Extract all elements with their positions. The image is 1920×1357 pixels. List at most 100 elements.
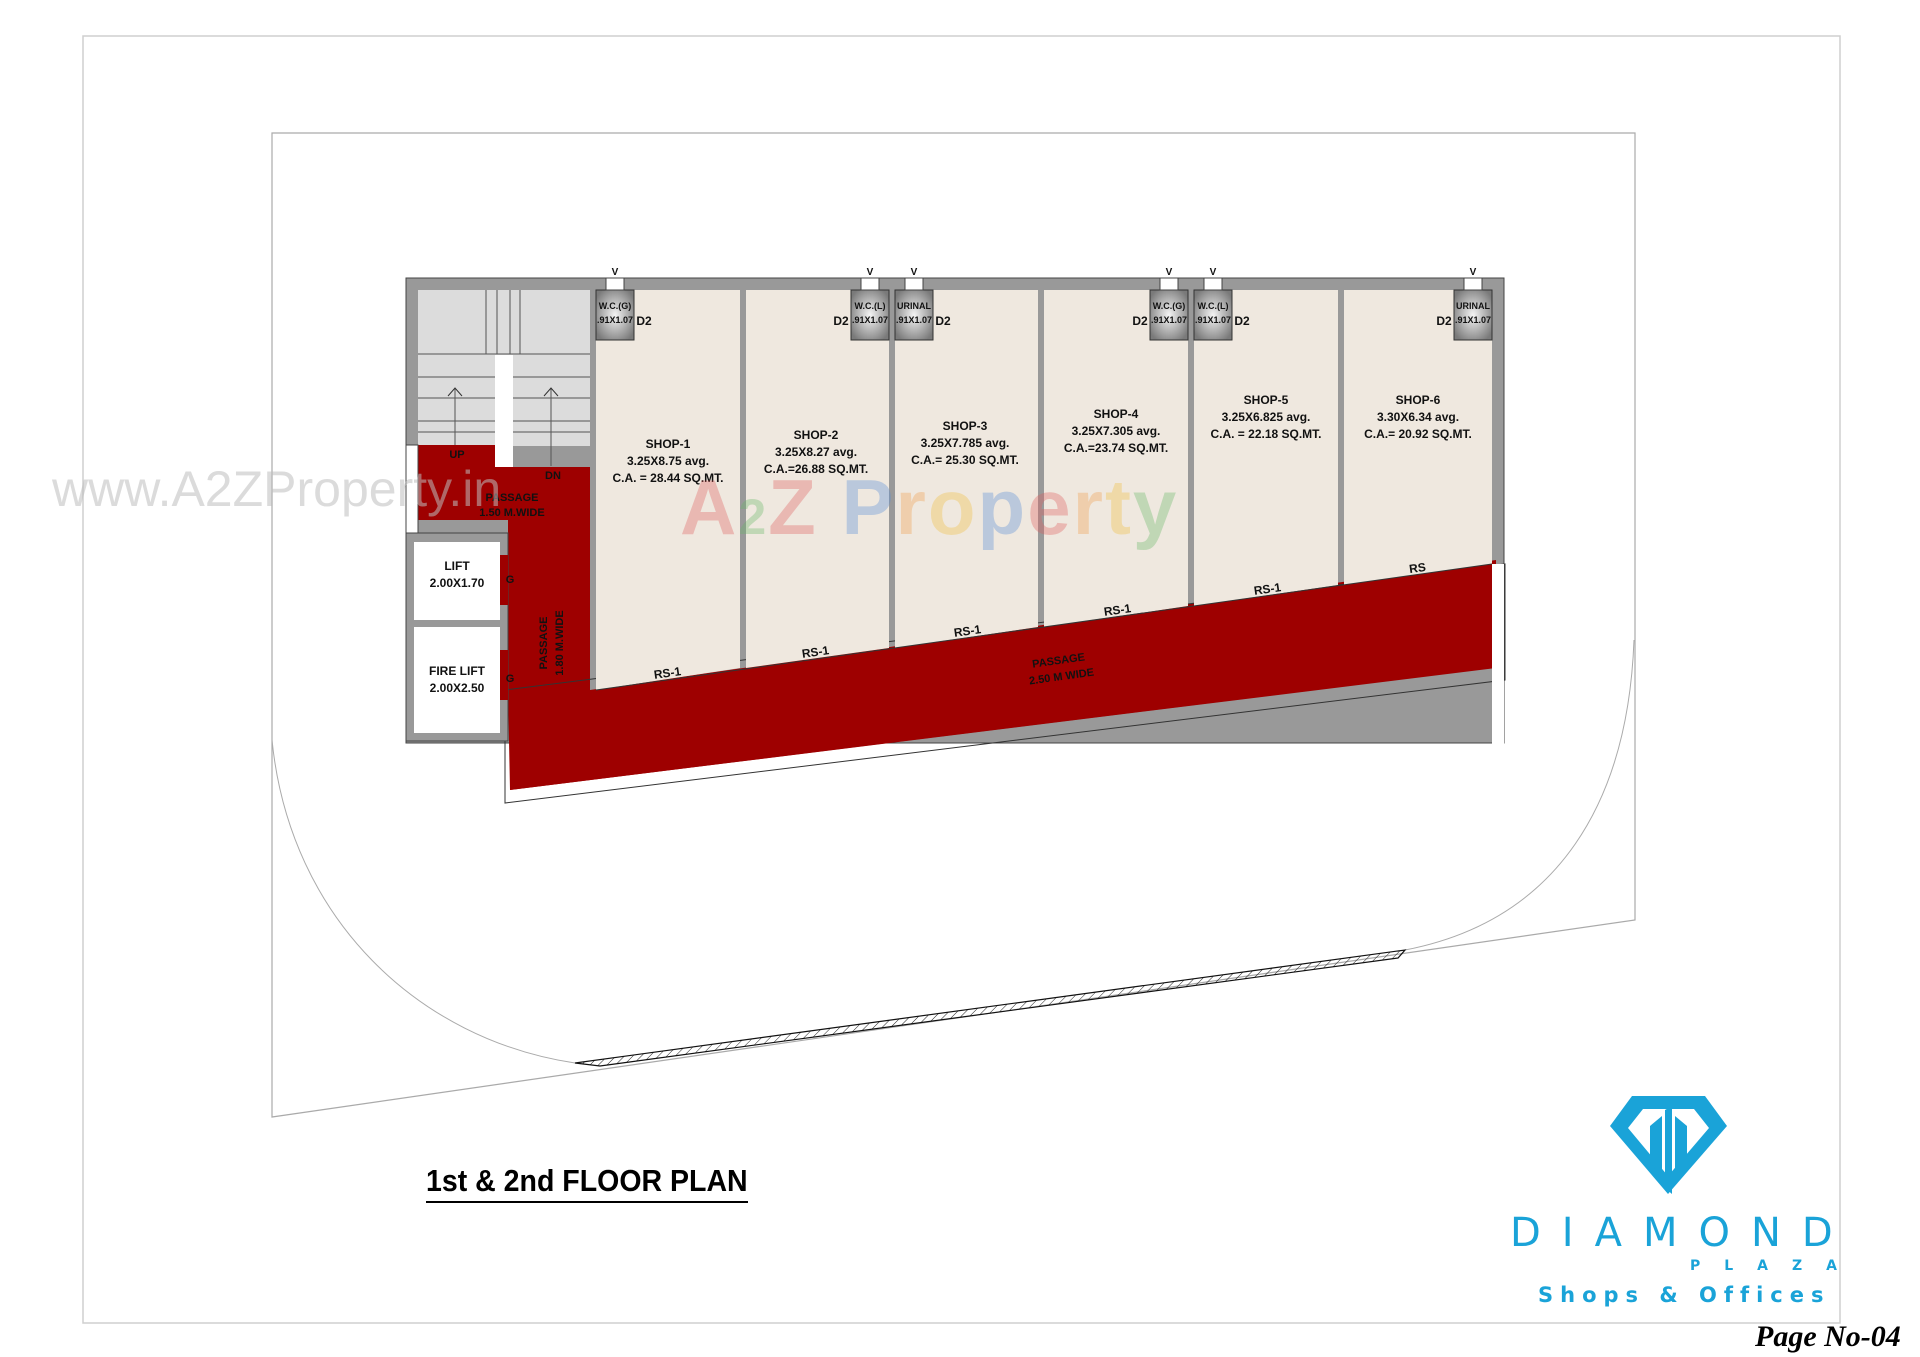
lift-size: 2.00X1.70 bbox=[430, 576, 485, 590]
watermark-letter: o bbox=[927, 463, 978, 551]
lift-size: 2.00X2.50 bbox=[430, 681, 485, 695]
toilet-size: .91X1.07 bbox=[1455, 315, 1491, 325]
toilet-size: .91X1.07 bbox=[597, 315, 633, 325]
vent-label: V bbox=[867, 267, 874, 278]
sheet-frame bbox=[82, 35, 1841, 1324]
passage-label: PASSAGE bbox=[486, 492, 539, 504]
watermark-space bbox=[818, 463, 842, 551]
brand-tagline: Shops & Offices bbox=[1538, 1283, 1831, 1307]
toilet-name: W.C.(G) bbox=[1153, 301, 1186, 311]
brand-block: DIAMOND PLAZA Shops & Offices bbox=[1510, 1090, 1840, 1320]
toilet-size: .91X1.07 bbox=[852, 315, 888, 325]
shop-size: 3.25X7.785 avg. bbox=[921, 436, 1010, 450]
toilet-name: URINAL bbox=[897, 301, 931, 311]
stair-up-arrow-icon bbox=[447, 387, 463, 397]
shop-carpet-area: C.A.= 20.92 SQ.MT. bbox=[1364, 427, 1472, 441]
watermark-letter: P bbox=[841, 463, 896, 551]
shop-4-floor bbox=[1044, 290, 1188, 627]
rolling-shutter-label: RS-1 bbox=[801, 643, 830, 661]
shop-size: 3.30X6.34 avg. bbox=[1377, 410, 1459, 424]
toilet-name: URINAL bbox=[1456, 301, 1490, 311]
shop-name: SHOP-4 bbox=[1094, 407, 1139, 421]
shopfront-line bbox=[595, 563, 1493, 691]
vent-label: V bbox=[612, 267, 619, 278]
shop-name: SHOP-1 bbox=[646, 437, 691, 451]
vent-label: V bbox=[1166, 267, 1173, 278]
fire-lift-car bbox=[414, 627, 500, 733]
shop-2-floor bbox=[746, 290, 889, 668]
watermark-letter: r bbox=[1072, 463, 1105, 551]
stair-down-arrow-icon bbox=[543, 387, 559, 397]
toilet-blocks bbox=[595, 289, 1493, 341]
watermark-letter: p bbox=[977, 463, 1028, 551]
shop-name: SHOP-6 bbox=[1396, 393, 1441, 407]
shop-size: 3.25X8.27 avg. bbox=[775, 445, 857, 459]
watermark-letter: e bbox=[1027, 463, 1073, 551]
door-label: D2 bbox=[935, 314, 951, 328]
watermark-letter: A bbox=[680, 463, 739, 551]
watermark-logo: A2Z Property bbox=[680, 462, 1178, 553]
watermark-letter: r bbox=[895, 463, 928, 551]
toilet-name: W.C.(G) bbox=[599, 301, 632, 311]
lift-door-label: G bbox=[506, 673, 515, 685]
watermark-url: www.A2ZProperty.in bbox=[52, 461, 502, 517]
passage-label: PASSAGE bbox=[538, 617, 550, 670]
shop-size: 3.25X7.305 avg. bbox=[1072, 424, 1161, 438]
lift-door-label: G bbox=[506, 574, 515, 586]
brand-sub: PLAZA bbox=[1690, 1258, 1862, 1274]
shop-5-floor bbox=[1194, 290, 1338, 606]
passage-width: 1.50 M.WIDE bbox=[479, 507, 544, 519]
drawing-title: 1st & 2nd FLOOR PLAN bbox=[426, 1163, 748, 1203]
hatched-strip bbox=[574, 949, 1407, 1067]
toilet-name: W.C.(L) bbox=[1198, 301, 1229, 311]
door-label: D2 bbox=[1234, 314, 1250, 328]
shop-6-floor bbox=[1344, 290, 1492, 585]
watermark-letter: Z bbox=[768, 463, 818, 551]
shop-carpet-area: C.A. = 28.44 SQ.MT. bbox=[612, 471, 723, 485]
shop-size: 3.25X6.825 avg. bbox=[1222, 410, 1311, 424]
watermark-letter: 2 bbox=[738, 489, 769, 545]
page-number: Page No-04 bbox=[1755, 1320, 1901, 1353]
shop-carpet-area: C.A. = 22.18 SQ.MT. bbox=[1210, 427, 1321, 441]
lift-name: LIFT bbox=[444, 559, 470, 573]
road-curve-right bbox=[1404, 639, 1635, 951]
toilet-size: .91X1.07 bbox=[1195, 315, 1231, 325]
shop-size: 3.25X8.75 avg. bbox=[627, 454, 709, 468]
door-label: D2 bbox=[1132, 314, 1148, 328]
stair-up-label: UP bbox=[449, 449, 464, 461]
vent-label: V bbox=[1470, 267, 1477, 278]
rolling-shutter-label: RS-1 bbox=[1253, 580, 1282, 598]
vent-label: V bbox=[911, 267, 918, 278]
passage-landing bbox=[418, 445, 590, 690]
shop-3-floor bbox=[895, 290, 1038, 648]
lift-door-gap bbox=[500, 555, 508, 605]
rolling-shutter-label: RS-1 bbox=[1103, 601, 1132, 619]
toilet-size: .91X1.07 bbox=[1151, 315, 1187, 325]
toilet-size: .91X1.07 bbox=[896, 315, 932, 325]
shop-carpet-area: C.A.=26.88 SQ.MT. bbox=[764, 462, 868, 476]
stair-well bbox=[495, 355, 513, 467]
shop-name: SHOP-3 bbox=[943, 419, 988, 433]
watermark-letter: t bbox=[1104, 463, 1133, 551]
diamond-logo-icon bbox=[1610, 1096, 1727, 1194]
shop-name: SHOP-5 bbox=[1244, 393, 1289, 407]
lift-name: FIRE LIFT bbox=[429, 664, 486, 678]
shop-name: SHOP-2 bbox=[794, 428, 839, 442]
watermark-letter: y bbox=[1132, 463, 1179, 551]
shop-carpet-area: C.A.= 25.30 SQ.MT. bbox=[911, 453, 1019, 467]
door-label: D2 bbox=[636, 314, 652, 328]
shop-1-floor bbox=[596, 290, 740, 690]
plot-boundary bbox=[271, 132, 1636, 1118]
rolling-shutter-label: RS-1 bbox=[953, 622, 982, 640]
rolling-shutter-label: RS bbox=[1408, 560, 1426, 576]
toilet-name: W.C.(L) bbox=[855, 301, 886, 311]
stair-down-label: DN bbox=[545, 470, 561, 482]
lift-car bbox=[414, 542, 500, 620]
shop-carpet-area: C.A.=23.74 SQ.MT. bbox=[1064, 441, 1168, 455]
passage-front bbox=[510, 564, 1492, 790]
passage-width: 1.80 M.WIDE bbox=[554, 610, 566, 675]
vent-openings bbox=[605, 277, 1483, 291]
door-label: D2 bbox=[833, 314, 849, 328]
door-label: D2 bbox=[1436, 314, 1452, 328]
brand-name: DIAMOND bbox=[1510, 1210, 1854, 1256]
